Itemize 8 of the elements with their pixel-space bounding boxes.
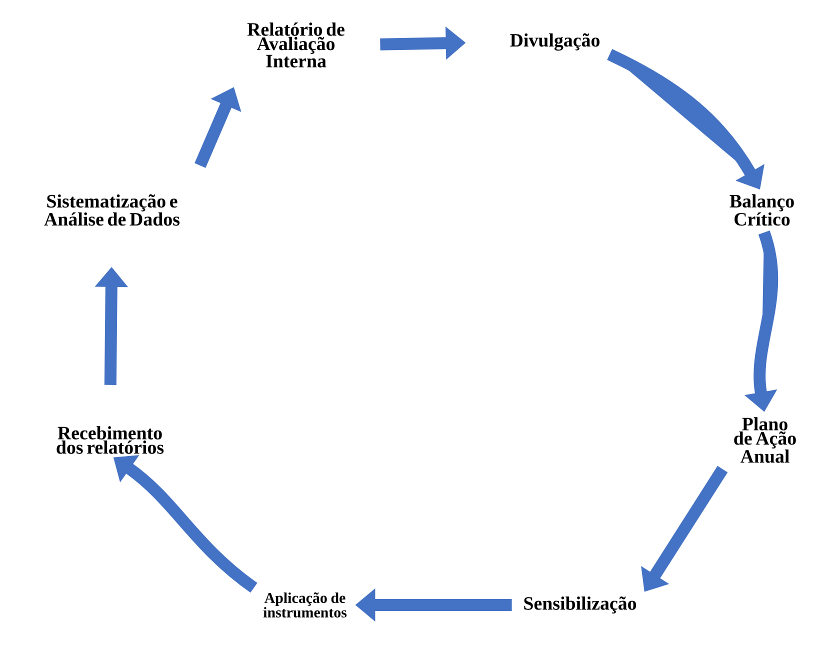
step-label: Sistematização e Análise de Dados [44,194,180,226]
step-label: Balanço Crítico [730,194,794,226]
step-label: Recebimento dos relatórios [56,426,164,454]
step-label: Relatório de Avaliação Interna [247,22,344,68]
step-label: Aplicação de instrumentos [263,592,347,618]
step-label: Sensibilização [524,596,636,614]
step-label: Plano de Ação Anual [734,417,796,463]
step-label: Divulgação [510,33,600,51]
